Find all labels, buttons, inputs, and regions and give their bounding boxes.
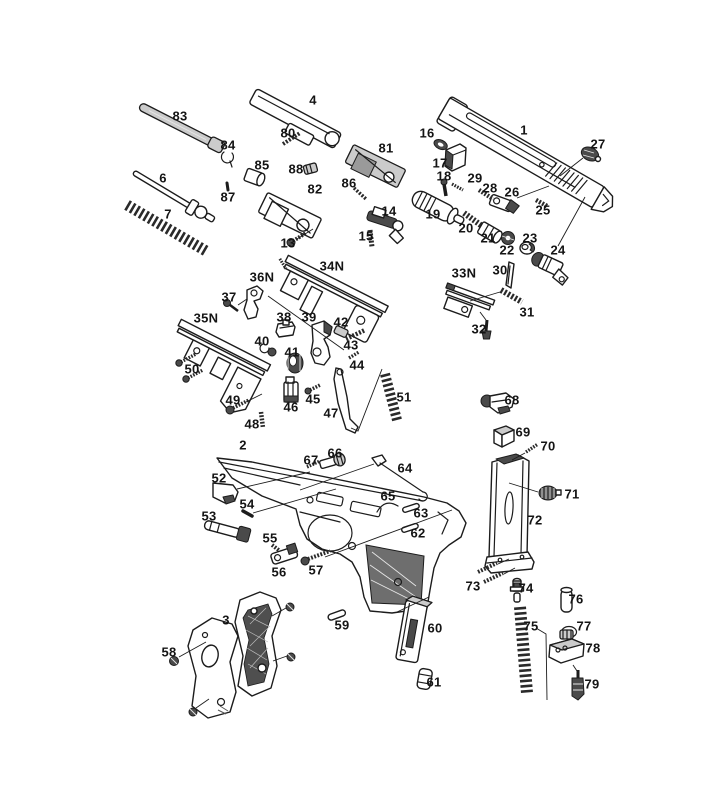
part-75-magazine-spring-drawing xyxy=(514,606,548,701)
part-6-guide-rod-drawing xyxy=(132,170,216,223)
part-63-pin-drawing xyxy=(402,502,420,513)
part-57-screw-drawing xyxy=(300,549,331,566)
part-17-rear-sight-drawing xyxy=(444,143,467,172)
part-3-grip-panels-drawing xyxy=(187,591,296,719)
part-30-wedge-drawing xyxy=(505,261,515,289)
part-84-clip-drawing xyxy=(220,151,235,168)
part-72-magazine-drawing xyxy=(484,453,535,574)
part-61-plunger-drawing xyxy=(416,667,433,691)
part-71-valve-drawing xyxy=(538,485,562,501)
part-44-pin-drawing xyxy=(348,350,360,360)
part-66-plunger-drawing xyxy=(318,452,346,470)
part-38-block-drawing xyxy=(275,319,296,338)
part-53-slide-catch-drawing xyxy=(203,520,252,543)
part-19-striker-assembly-drawing xyxy=(411,190,465,225)
part-67-pin-drawing xyxy=(306,459,321,469)
part-1-slide-drawing xyxy=(436,96,614,213)
part-79-plunger-drawing xyxy=(571,670,585,701)
part-41-bushing-drawing xyxy=(286,352,304,374)
part-74-valve-stem-drawing xyxy=(509,577,525,603)
part-59-pin-drawing xyxy=(327,609,347,621)
part-88-clip-drawing xyxy=(302,162,319,175)
part-58-grip-screw-drawing xyxy=(169,656,179,666)
part-45-plunger-drawing xyxy=(304,383,321,395)
part-76-tube-drawing xyxy=(560,586,573,613)
part-65-spring-clip-drawing xyxy=(376,502,399,513)
part-20-spring-drawing xyxy=(462,210,484,229)
part-47-trigger-bar-drawing xyxy=(333,367,359,434)
part-81-locking-block-drawing xyxy=(345,144,406,188)
part-14-latch-drawing xyxy=(366,205,404,245)
part-68-slide-stop-drawing xyxy=(480,392,515,415)
part-54-pin-drawing xyxy=(241,509,254,518)
part-64-rod-drawing xyxy=(371,454,428,502)
part-36n-lever-drawing xyxy=(243,285,264,320)
part-87-pin-drawing xyxy=(225,181,230,192)
part-29-pin-drawing xyxy=(451,182,464,192)
part-33n-rail-assembly-drawing xyxy=(443,282,496,318)
part-22-knurled-disc-drawing xyxy=(501,231,515,245)
part-23-washer-drawing xyxy=(519,241,536,255)
part-83-firing-pin-drawing xyxy=(138,103,226,154)
part-16-clip-drawing xyxy=(433,139,448,151)
part-46-block-drawing xyxy=(283,376,299,403)
part-27-safety-knob-drawing xyxy=(580,146,602,163)
part-86-pin-drawing xyxy=(352,186,368,201)
part-50-screws-drawing xyxy=(175,352,204,383)
part-56-lever-drawing xyxy=(270,542,299,565)
part-69-block-drawing xyxy=(493,425,515,448)
part-28-spring-drawing xyxy=(477,188,495,201)
part-48-spring-drawing xyxy=(258,411,266,429)
part-4-barrel-drawing xyxy=(249,88,342,149)
part-39-hammer-drawing xyxy=(310,320,333,366)
part-78-valve-block-drawing xyxy=(548,629,585,664)
part-2-frame-drawing xyxy=(216,457,467,614)
part-25-pin-drawing xyxy=(534,198,549,208)
part-55-pin-drawing xyxy=(270,543,282,553)
part-31-spring-drawing xyxy=(499,287,524,305)
part-26-lever-drawing xyxy=(488,193,520,214)
part-34n-rail-assembly-drawing xyxy=(278,254,389,343)
part-85-bushing-drawing xyxy=(243,167,266,187)
part-42-block-drawing xyxy=(333,325,349,338)
part-24-safety-assembly-drawing xyxy=(531,251,569,286)
leader-lines xyxy=(178,157,586,709)
part-52-magazine-release-drawing xyxy=(212,482,239,505)
part-35n-rail-assembly-drawing xyxy=(176,318,272,414)
part-15-spring-drawing xyxy=(367,229,375,248)
part-40-clip-pin-drawing xyxy=(259,343,277,357)
part-37-screw-drawing xyxy=(223,299,239,312)
part-82-locking-block-drawing xyxy=(258,192,322,239)
part-18-pin-drawing xyxy=(440,178,448,197)
part-32-screw-drawing xyxy=(481,319,492,340)
part-60-housing-drawing xyxy=(395,595,433,664)
part-49-screw-drawing xyxy=(225,398,250,415)
part-21-plunger-drawing xyxy=(477,221,503,244)
part-73-screws-drawing xyxy=(477,561,504,584)
part-70-pin-drawing xyxy=(525,442,539,454)
part-51-hammer-spring-drawing xyxy=(350,368,402,432)
